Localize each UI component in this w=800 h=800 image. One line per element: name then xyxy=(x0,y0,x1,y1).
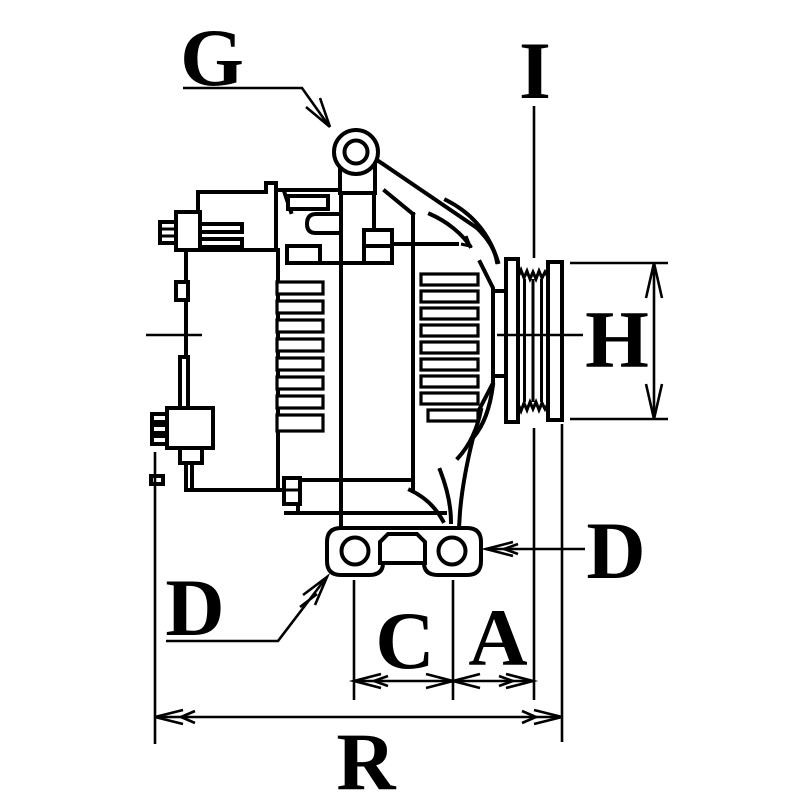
nose-blend xyxy=(474,225,500,265)
connector-finger xyxy=(178,355,190,410)
dimension-label-C: C xyxy=(375,595,434,686)
pulley-serration-top xyxy=(516,265,550,284)
connector-pin xyxy=(150,423,169,435)
a-arrowhead-left xyxy=(447,672,481,690)
rear-end-cover xyxy=(149,181,292,492)
bottom-arm xyxy=(282,476,447,515)
d-foot-arrowhead-2 xyxy=(299,592,318,609)
dimension-D-side: D xyxy=(480,505,646,596)
nose-face xyxy=(477,259,495,411)
guard-top-diagonal xyxy=(374,157,480,231)
bracket-to-lug-outer xyxy=(456,435,476,531)
terminal-prong xyxy=(198,222,244,234)
vent-slot xyxy=(275,375,325,391)
g-arrowhead xyxy=(305,97,332,128)
vent-slot xyxy=(275,394,325,410)
vent-slot xyxy=(426,408,480,423)
terminal-nut xyxy=(158,220,178,245)
pulley xyxy=(492,257,564,424)
dimension-C: C xyxy=(348,580,459,700)
pulley-serration-bottom xyxy=(516,397,550,416)
bottom-lug-hole-right xyxy=(436,535,468,567)
a-arrowhead-right-2 xyxy=(498,674,517,688)
h-arrowhead-top xyxy=(644,262,664,299)
top-mounting-lug xyxy=(332,128,380,195)
vent-slot xyxy=(419,289,480,304)
vent-slot xyxy=(419,340,480,355)
vent-slot xyxy=(275,299,325,315)
vent-slot xyxy=(275,280,325,296)
bottom-lug-boss xyxy=(378,532,427,565)
bracket-to-lug-inner xyxy=(437,467,454,525)
vent-slot xyxy=(275,413,325,433)
nose-outer-curve xyxy=(443,197,501,265)
terminal-block xyxy=(174,210,202,252)
dimension-G: G xyxy=(180,12,332,128)
vent-slot xyxy=(419,272,480,287)
vent-slot xyxy=(275,318,325,334)
a-arrowhead-right xyxy=(505,672,539,690)
g-leader-line xyxy=(183,86,331,127)
r-arrowhead-left-2 xyxy=(177,709,196,725)
left-tab xyxy=(174,280,190,302)
dimension-label-D-foot: D xyxy=(165,562,224,653)
body-bottom-curve xyxy=(407,487,446,524)
dimension-D-foot: D xyxy=(165,562,331,653)
dimension-label-G: G xyxy=(180,12,244,103)
vent-slot xyxy=(419,391,480,406)
c-arrowhead-left xyxy=(348,672,382,690)
alternator-body xyxy=(146,128,583,577)
h-arrowhead-bottom xyxy=(644,383,664,420)
r-arrowhead-left xyxy=(154,708,184,726)
d-foot-arrowhead xyxy=(302,573,331,606)
guard-diagonal-small xyxy=(382,188,416,217)
dimension-label-A: A xyxy=(468,592,527,683)
dimension-R: R xyxy=(153,424,564,800)
terminal-prong xyxy=(198,237,244,249)
regulator-block xyxy=(286,194,330,211)
dimension-I: I xyxy=(519,25,551,700)
vent-slot xyxy=(419,306,480,321)
dimension-A: A xyxy=(447,592,539,690)
nose-bottom-curve xyxy=(470,382,496,441)
rear-foot xyxy=(149,474,165,486)
dimension-annotations: G I H D D xyxy=(153,12,668,800)
r-arrowhead-right-2 xyxy=(521,709,540,725)
vent-slot xyxy=(419,357,480,372)
dimension-label-D-side: D xyxy=(586,505,645,596)
vent-slot xyxy=(275,337,325,353)
dimension-H: H xyxy=(570,261,668,421)
vent-slots-rear xyxy=(275,280,325,433)
d-side-arrowhead-2 xyxy=(500,542,519,556)
bracket-hook xyxy=(304,212,339,235)
regulator-lower-block xyxy=(285,244,322,265)
c-arrowhead-left-2 xyxy=(370,674,389,688)
connector-pin xyxy=(150,434,169,446)
d-side-arrowhead xyxy=(480,540,514,558)
vent-slot xyxy=(275,356,325,372)
connector-body xyxy=(165,406,215,450)
nose-curve-barb xyxy=(460,235,473,249)
dimension-label-H: H xyxy=(585,294,649,385)
bottom-lug-hole-left xyxy=(339,535,371,567)
dimension-label-R: R xyxy=(336,716,396,800)
vent-slot xyxy=(419,323,480,338)
r-arrowhead-right xyxy=(533,708,563,726)
pulley-front-flange xyxy=(546,260,564,422)
top-lug-ring xyxy=(332,128,380,176)
regulator-area xyxy=(276,188,459,265)
pulley-rear-flange xyxy=(504,257,520,424)
vent-slot xyxy=(419,374,480,389)
connector-pin xyxy=(150,412,169,424)
vent-slots-front xyxy=(419,272,480,423)
connector-step xyxy=(178,446,204,465)
dimension-label-I: I xyxy=(519,25,551,116)
bottom-mounting-lug xyxy=(325,526,483,577)
top-lug-hole xyxy=(342,138,370,166)
